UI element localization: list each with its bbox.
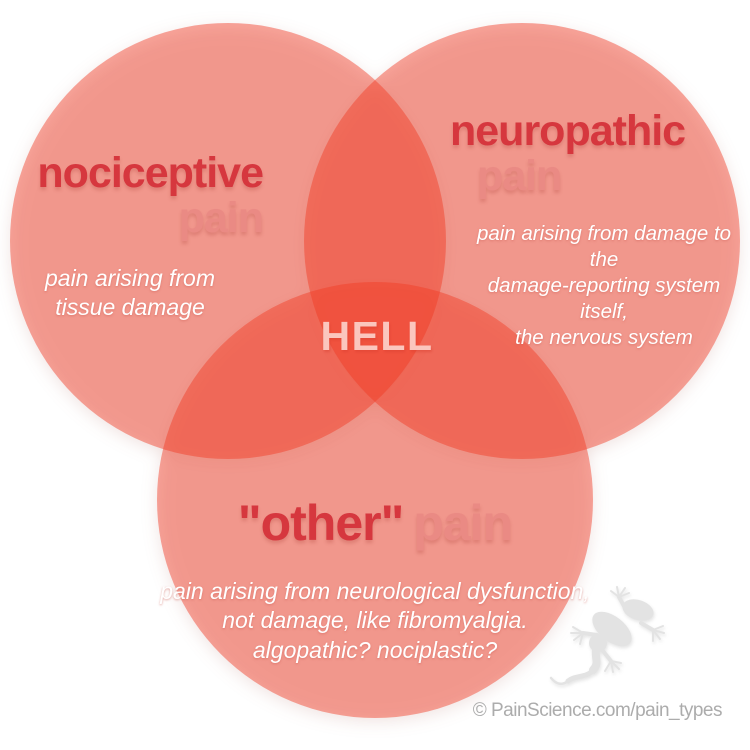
center-overlap-label: HELL [320,313,434,359]
heading-neuropathic-word: neuropathic [450,107,686,155]
circle-neuropathic [304,23,740,459]
circle-nociceptive [10,23,446,459]
gecko-icon [549,586,665,686]
heading-nociceptive-pain: pain [178,193,264,242]
heading-other-word: "other" [237,495,404,551]
heading-other-pain: pain [413,495,513,551]
description-other: pain arising from neurological dysfuncti… [160,578,590,663]
description-neuropathic: pain arising from damage to the damage-r… [476,222,732,350]
heading-neuropathic-pain: pain [477,151,562,200]
heading-nociceptive-word: nociceptive [37,149,264,197]
heading-neuropathic: neuropathic pain [450,107,686,200]
heading-other: "other"pain [157,497,593,549]
copyright-credit: © PainScience.com/pain_types [472,700,723,721]
description-nociceptive: pain arising from tissue damage [44,265,216,320]
heading-nociceptive: nociceptive pain [37,149,264,242]
circle-other [157,282,593,718]
